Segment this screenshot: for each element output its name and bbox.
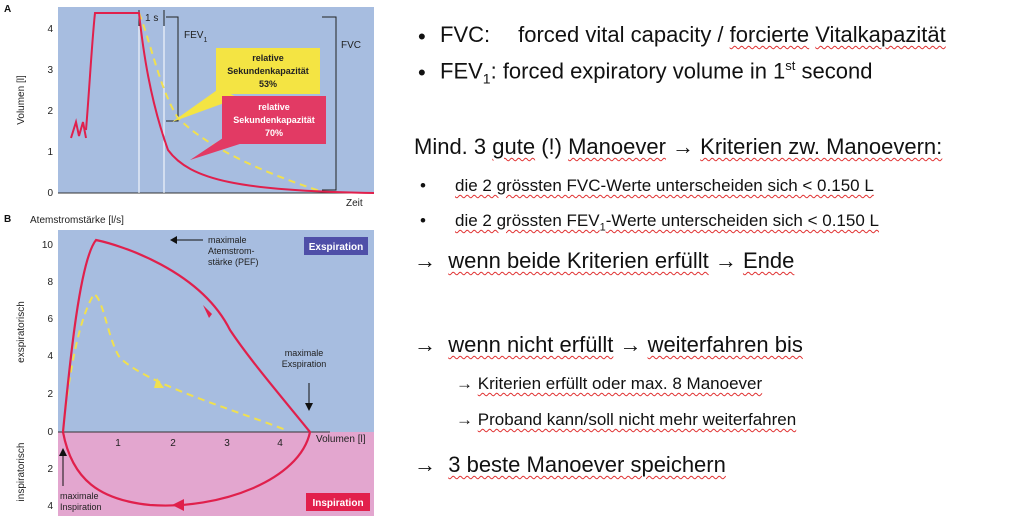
arrow-symbol: → (414, 332, 436, 357)
panel-b-ytick: 2 (47, 464, 53, 475)
callout-line: 70% (265, 128, 283, 138)
bullet-dot: • (418, 60, 426, 85)
panel-b-xtick: 1 (115, 438, 121, 449)
panel-a-ylabel: Volumen [l] (16, 75, 27, 125)
fvc-desc-de: forcierte (729, 22, 810, 47)
yellow-callout-text: relative Sekundenkapazität 53% (227, 53, 309, 89)
panel-b-ytick: 8 (47, 277, 53, 288)
panel-a-ytick: 3 (47, 65, 53, 76)
panel-a-xlabel: Zeit (346, 198, 363, 209)
annotation-line: stärke (PEF) (208, 257, 259, 267)
callout-line: 53% (259, 79, 277, 89)
panel-a-yticks: 0 1 2 3 4 (47, 24, 53, 199)
manoever-heading: Mind. 3 gute (!) Manoever → Kriterien zw… (414, 134, 943, 159)
annotation-line: Exspiration (282, 359, 327, 369)
callout-line: Sekundenkapazität (233, 115, 315, 125)
bullet-dot: • (420, 176, 426, 195)
arrow-symbol: → (414, 248, 436, 273)
annotation-line: maximale (208, 235, 247, 245)
save-best-line: → 3 beste Manoever speichern (414, 452, 726, 477)
panel-b-ytick: 6 (47, 314, 53, 325)
callout-line: relative (258, 102, 290, 112)
panel-a-letter: A (4, 4, 11, 15)
panel-b-xticks: 1 2 3 4 (115, 438, 283, 449)
panel-b-letter: B (4, 214, 11, 225)
arrow-symbol: → (456, 410, 473, 429)
bullet-dot: • (418, 24, 426, 49)
panel-b-yellow-curve (62, 292, 287, 433)
yellow-callout-box (216, 48, 320, 94)
exspiration-badge-label: Exspiration (309, 242, 363, 253)
criterion-fvc: die 2 grössten FVC-Werte unterscheiden s… (455, 176, 874, 195)
spirometry-figure: A Volumen [l] 0 1 2 3 4 Zeit 1 s FEV1 FV… (4, 4, 375, 516)
annotation-line: maximale (285, 348, 324, 358)
panel-b-ytick: 10 (42, 240, 54, 251)
max-insp-annotation: maximale Inspiration (60, 491, 102, 512)
red-direction-arrow-bottom (172, 499, 184, 511)
panel-a-red-curve (70, 12, 375, 194)
annotation-line: Atemstrom- (208, 246, 255, 256)
fvc-label: FVC (341, 40, 361, 51)
yellow-direction-arrow (154, 378, 164, 388)
panel-a-ytick: 2 (47, 106, 53, 117)
fev1-bracket (166, 16, 179, 122)
continue-condition-1: → Kriterien erfüllt oder max. 8 Manoever (456, 374, 763, 393)
panel-a-ytick: 4 (47, 24, 53, 35)
both-fulfilled-line: → wenn beide Kriterien erfüllt → Ende (414, 248, 795, 273)
panel-b-ylabel-insp: inspiratorisch (16, 443, 27, 502)
red-callout-text: relative Sekundenkapazität 70% (233, 102, 315, 138)
not-fulfilled-line: → wenn nicht erfüllt → weiterfahren bis (414, 332, 803, 357)
panel-b-xtick: 4 (277, 438, 283, 449)
fev-abbr: FEV (440, 58, 483, 84)
one-second-label: 1 s (145, 13, 158, 24)
arrow-symbol: → (456, 374, 473, 393)
panel-b-yticks: 0 2 4 6 8 10 2 4 (42, 240, 54, 512)
inspiration-badge-label: Inspiration (312, 498, 363, 509)
panel-b-red-curve (61, 238, 312, 507)
max-exp-annotation: maximale Exspiration (282, 348, 327, 369)
panel-b-xtick: 3 (224, 438, 230, 449)
fvc-bracket (322, 16, 337, 191)
callout-line: Sekundenkapazität (227, 66, 309, 76)
fvc-definition: FVC: forced vital capacity / forcierte Vi… (440, 22, 946, 48)
panel-b-xlabel: Volumen [l] (316, 434, 366, 445)
pef-annotation: maximale Atemstrom- stärke (PEF) (208, 235, 259, 267)
panel-b-ylabel: Atemstromstärke [l/s] (30, 215, 124, 226)
panel-a-ytick: 1 (47, 147, 53, 158)
panel-b-xtick: 2 (170, 438, 176, 449)
arrow-symbol: → (414, 452, 436, 477)
continue-condition-2: → Proband kann/soll nicht mehr weiterfah… (456, 410, 797, 429)
fvc-abbr: FVC: (440, 22, 491, 47)
fvc-desc-de: Vitalkapazität (815, 22, 946, 47)
fev1-definition: FEV1: forced expiratory volume in 1st se… (440, 58, 873, 87)
bullet-dot: • (420, 211, 426, 230)
red-callout-box (222, 96, 326, 144)
panel-b-ytick: 0 (47, 427, 53, 438)
annotation-line: Inspiration (60, 502, 102, 512)
max-insp-arrow-head (59, 448, 67, 456)
inspiration-badge (306, 493, 370, 511)
panel-b-ytick: 4 (47, 351, 53, 362)
panel-b-expiration-area (58, 230, 374, 432)
panel-b-ytick: 4 (47, 501, 53, 512)
annotation-line: maximale (60, 491, 99, 501)
fev1-label: FEV1 (184, 30, 207, 44)
panel-a-ytick: 0 (47, 188, 53, 199)
callout-line: relative (252, 53, 284, 63)
panel-b-ylabel-exp: exspiratorisch (16, 301, 27, 363)
exspiration-badge (304, 237, 368, 255)
yellow-callout-pointer (172, 88, 238, 122)
fvc-desc: forced vital capacity / (518, 22, 730, 47)
red-direction-arrow-top (203, 305, 212, 318)
pef-arrow-head (170, 236, 177, 244)
max-exp-arrow-head (305, 403, 313, 411)
panel-b-ytick: 2 (47, 389, 53, 400)
criterion-fev1: die 2 grössten FEV1-Werte unterscheiden … (455, 211, 879, 234)
